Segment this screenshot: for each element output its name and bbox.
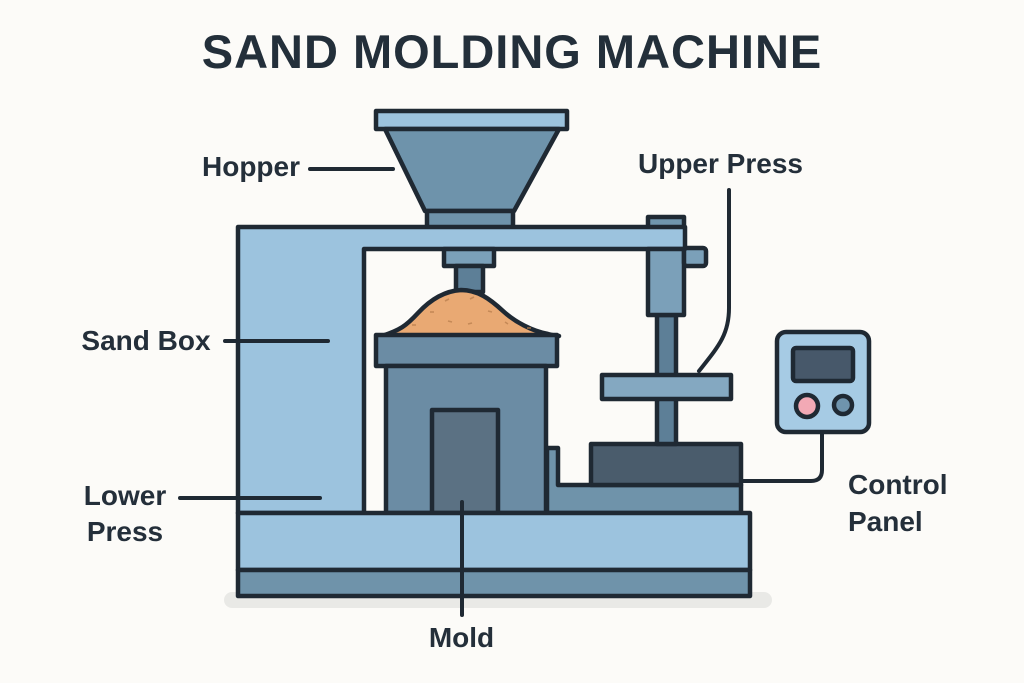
sand-mound — [379, 287, 562, 339]
control-panel-screen — [790, 345, 856, 384]
control-panel-button-blue — [831, 393, 855, 417]
feeder-block — [441, 246, 497, 269]
label-hopper: Hopper — [202, 151, 300, 182]
platform-band — [235, 567, 753, 599]
feeder-stem — [453, 263, 486, 295]
sand-texture-icon — [412, 296, 531, 329]
power-cord — [742, 431, 824, 483]
hopper-rim — [373, 108, 570, 132]
platform-top — [235, 510, 753, 573]
mold-cavity — [429, 407, 501, 516]
label-mold: Mold — [428, 622, 495, 653]
press-base-block — [588, 441, 744, 488]
upper-press-leader-line — [697, 188, 731, 373]
label-sand-box: Sand Box — [81, 325, 211, 356]
label-upper-press: Upper Press — [638, 148, 803, 179]
control-panel-button-pink — [793, 392, 821, 420]
label-control-panel: Control Panel — [848, 469, 948, 537]
hopper-funnel — [382, 126, 562, 214]
page-title: SAND MOLDING MACHINE — [201, 25, 823, 78]
sand-box-flange — [373, 332, 560, 369]
press-column-tab — [681, 245, 709, 269]
label-lower-press: Lower Press — [83, 480, 167, 547]
press-plate — [599, 372, 734, 402]
press-column — [645, 246, 687, 318]
